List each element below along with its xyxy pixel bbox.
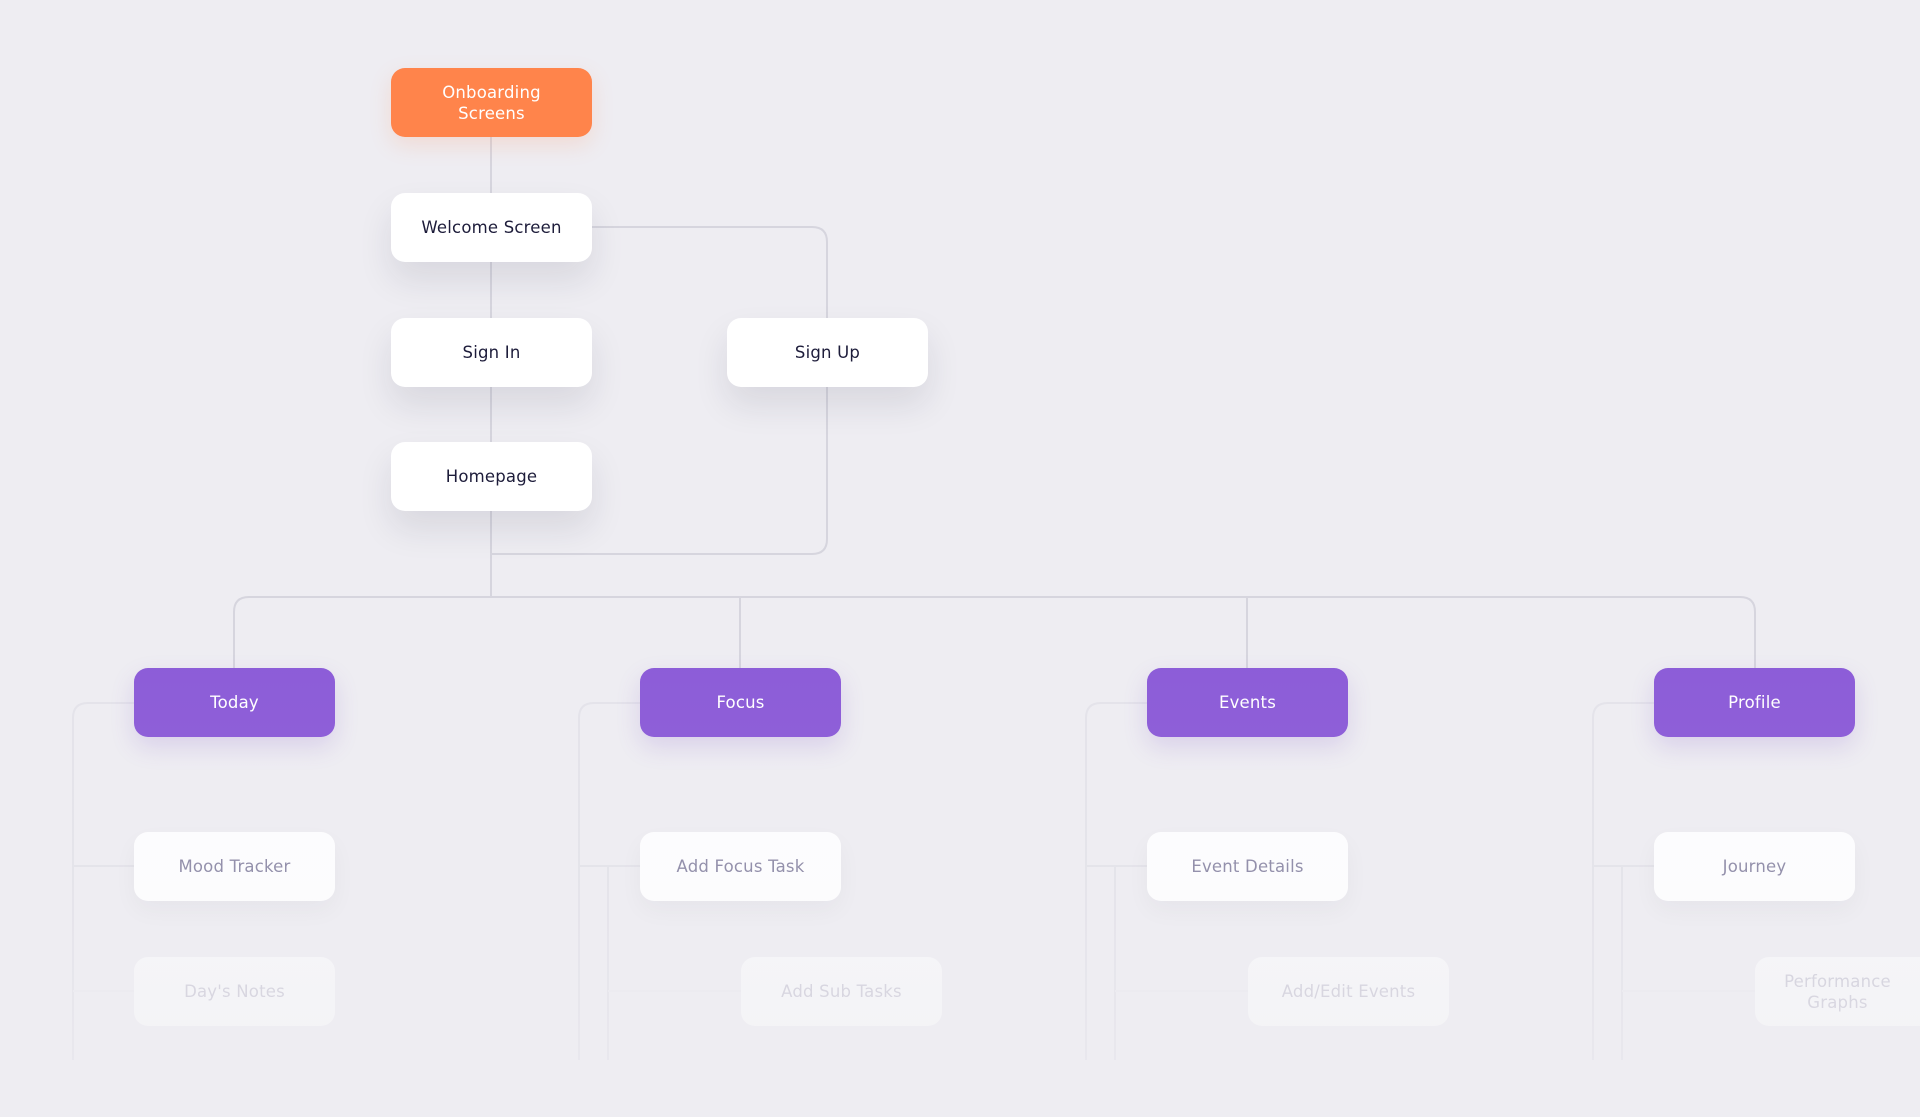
node-add-edit-events[interactable]: Add/Edit Events xyxy=(1248,957,1449,1026)
node-focus[interactable]: Focus xyxy=(640,668,841,737)
connector-distribution-bar xyxy=(233,596,1756,668)
node-profile[interactable]: Profile xyxy=(1654,668,1855,737)
node-events[interactable]: Events xyxy=(1147,668,1348,737)
node-sign-up[interactable]: Sign Up xyxy=(727,318,928,387)
node-mood-tracker[interactable]: Mood Tracker xyxy=(134,832,335,901)
node-add-sub-tasks[interactable]: Add Sub Tasks xyxy=(741,957,942,1026)
node-performance-graphs[interactable]: Performance Graphs xyxy=(1755,957,1920,1026)
node-add-focus-task[interactable]: Add Focus Task xyxy=(640,832,841,901)
node-today[interactable]: Today xyxy=(134,668,335,737)
node-journey[interactable]: Journey xyxy=(1654,832,1855,901)
connector-focus-children xyxy=(578,702,640,1060)
node-sign-in[interactable]: Sign In xyxy=(391,318,592,387)
connector-events-children xyxy=(1085,702,1147,1060)
node-onboarding-screens[interactable]: Onboarding Screens xyxy=(391,68,592,137)
connector-welcome-signup xyxy=(592,226,828,318)
connector-signup-homepage xyxy=(491,387,828,555)
connector-profile-children xyxy=(1592,702,1654,1060)
connector-today-children xyxy=(72,702,134,1060)
node-event-details[interactable]: Event Details xyxy=(1147,832,1348,901)
node-homepage[interactable]: Homepage xyxy=(391,442,592,511)
node-days-notes[interactable]: Day's Notes xyxy=(134,957,335,1026)
node-welcome-screen[interactable]: Welcome Screen xyxy=(391,193,592,262)
